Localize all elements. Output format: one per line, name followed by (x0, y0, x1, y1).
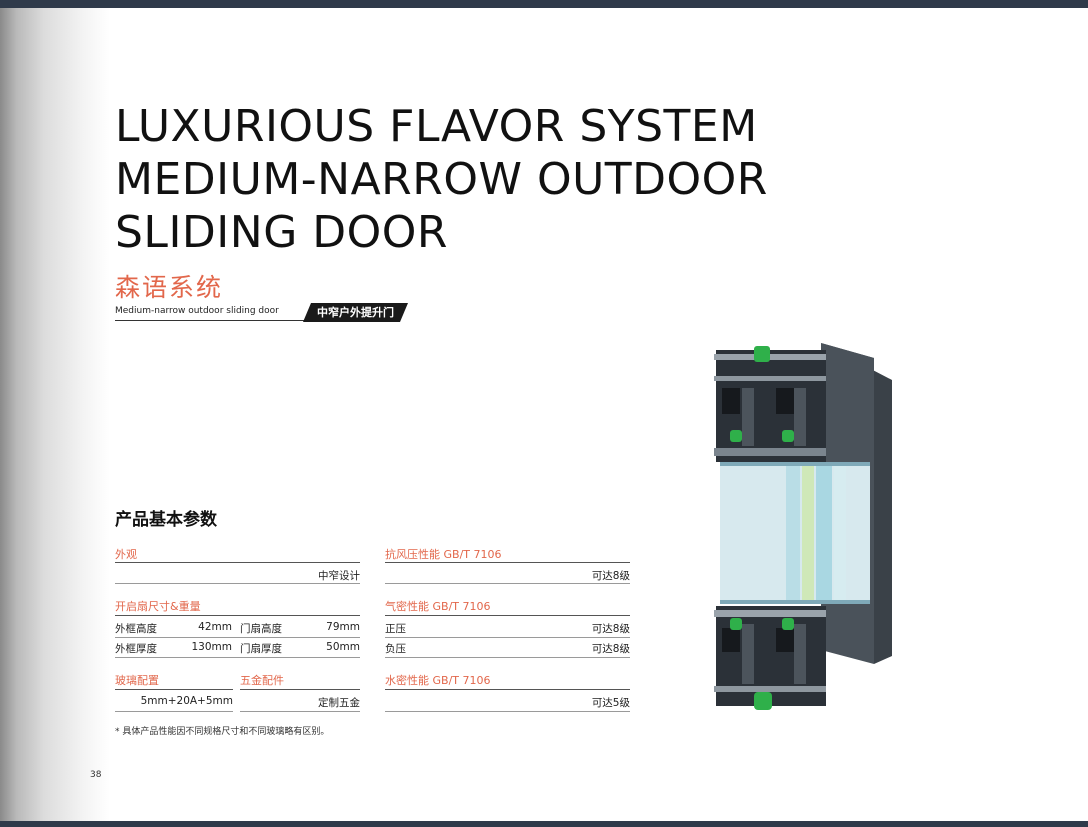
frame-height-label: 外框高度 (115, 623, 157, 635)
divider (115, 711, 233, 712)
divider (115, 615, 360, 616)
hardware-value: 定制五金 (318, 697, 360, 709)
frame-thickness-label: 外框厚度 (115, 643, 157, 655)
sash-thickness-value: 50mm (326, 641, 360, 653)
title-line-1: LUXURIOUS FLAVOR SYSTEM (115, 101, 758, 152)
divider (385, 562, 630, 563)
subtitle-chinese-tag: 中窄户外提升门 (303, 303, 408, 322)
negative-pressure-value: 可达8级 (591, 643, 630, 655)
glass-label: 玻璃配置 (115, 674, 159, 687)
appearance-value: 中窄设计 (318, 570, 360, 582)
divider (240, 711, 360, 712)
subtitle-row: Medium-narrow outdoor sliding door 中窄户外提… (115, 303, 425, 323)
page-number: 38 (90, 770, 102, 780)
wind-pressure-label: 抗风压性能 GB/T 7106 (385, 548, 502, 561)
divider (385, 711, 630, 712)
footnote: * 具体产品性能因不同规格尺寸和不同玻璃略有区别。 (115, 727, 330, 737)
divider (115, 562, 360, 563)
hardware-label: 五金配件 (240, 674, 284, 687)
divider (385, 657, 630, 658)
positive-pressure-value: 可达8级 (591, 623, 630, 635)
frame-height-value: 42mm (198, 621, 232, 633)
frame-thickness-value: 130mm (191, 641, 233, 653)
subtitle-english: Medium-narrow outdoor sliding door (115, 306, 279, 316)
book-spine-shadow (0, 8, 110, 821)
water-tightness-label: 水密性能 GB/T 7106 (385, 674, 491, 687)
divider (115, 657, 360, 658)
negative-pressure-label: 负压 (385, 643, 406, 655)
bottom-edge-bar (0, 821, 1088, 827)
system-chinese-name: 森语系统 (115, 273, 224, 302)
appearance-label: 外观 (115, 548, 137, 561)
params-heading: 产品基本参数 (115, 510, 217, 530)
divider (385, 637, 630, 638)
air-tightness-label: 气密性能 GB/T 7106 (385, 600, 491, 613)
door-profile-cross-section-image (714, 343, 892, 710)
subtitle-underline (115, 320, 315, 321)
divider (115, 689, 233, 690)
title-line-2: MEDIUM-NARROW OUTDOOR (115, 154, 768, 205)
page-title: LUXURIOUS FLAVOR SYSTEM MEDIUM-NARROW OU… (115, 100, 895, 259)
water-tightness-value: 可达5级 (591, 697, 630, 709)
sash-height-label: 门扇高度 (240, 623, 282, 635)
dimensions-label: 开启扇尺寸&重量 (115, 600, 201, 613)
wind-pressure-value: 可达8级 (591, 570, 630, 582)
divider (115, 583, 360, 584)
divider (385, 689, 630, 690)
divider (240, 689, 360, 690)
divider (385, 583, 630, 584)
sash-thickness-label: 门扇厚度 (240, 643, 282, 655)
glass-value: 5mm+20A+5mm (140, 695, 233, 707)
divider (115, 637, 360, 638)
title-line-3: SLIDING DOOR (115, 207, 448, 258)
divider (385, 615, 630, 616)
top-edge-bar (0, 0, 1088, 8)
sash-height-value: 79mm (326, 621, 360, 633)
positive-pressure-label: 正压 (385, 623, 406, 635)
